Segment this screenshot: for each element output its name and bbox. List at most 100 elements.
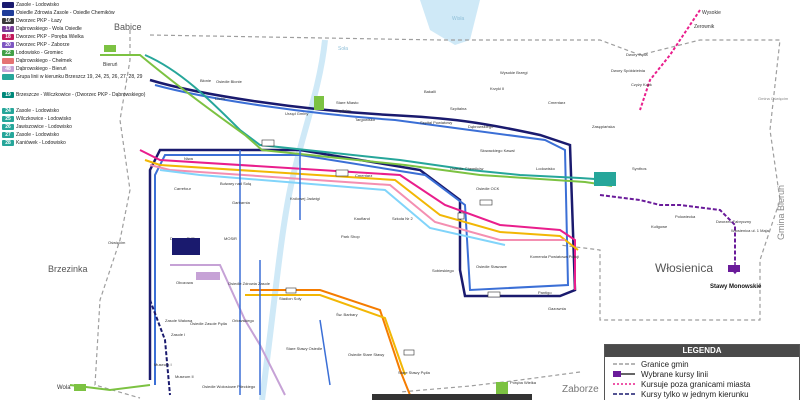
- stop-label: Poręba Wielka: [510, 380, 537, 385]
- stop-label: Cmentarz: [355, 173, 372, 178]
- stop-label: Museum II: [175, 374, 194, 379]
- place-babice: Babice: [114, 22, 142, 32]
- sola-river: [259, 39, 328, 400]
- stop-label: Garbarnia: [232, 200, 251, 205]
- place-zaborze: Zaborze: [562, 384, 599, 395]
- stop-label: Stare Stawy Pętla: [398, 370, 431, 375]
- legend-item: Kursy tylko w jednym kierunku: [613, 389, 749, 399]
- legend-line-label: Dąbrowskiego - Bieruń: [16, 65, 67, 72]
- stop-label: MOSiR: [224, 236, 237, 241]
- legend-line-label: Grupa linii w kierunku Brzeszcz 19, 24, …: [16, 73, 143, 80]
- line-badges: [74, 45, 740, 396]
- legend-line-label: Dworzec PKP - Łazy: [16, 17, 62, 24]
- route-teal: [144, 54, 611, 181]
- line-badge: [2, 1, 14, 8]
- legend-item: Granice gmin: [613, 359, 689, 369]
- outside-route-swatch-icon: [613, 383, 635, 385]
- place-gmina-oswiecim: Gmina Oświęcim: [758, 96, 789, 101]
- line-badge: 20: [2, 41, 14, 48]
- route-magenta: [139, 149, 576, 290]
- stop-label: Błonie: [200, 78, 212, 83]
- stop-label: Orłowskiego: [232, 318, 255, 323]
- route-blue: [154, 84, 570, 385]
- line-legend-panel: Zasole - Lodowisko Osiedle Zdrowia Zasol…: [0, 0, 145, 150]
- arrow-down-icon: [730, 262, 740, 275]
- stop-label: Zasole Wałowa: [165, 318, 193, 323]
- boundary-swatch-icon: [613, 363, 635, 365]
- legend-line-item: Dąbrowskiego - Chełmek: [2, 57, 72, 64]
- stop-label: Dąbrowskiego: [468, 124, 494, 129]
- route-navy: [148, 78, 577, 380]
- stop-label: Osiedle Stawowe: [476, 264, 508, 269]
- stop-label: Włosienica ul. 1 Maja: [731, 228, 770, 233]
- wisla-river: [420, 0, 480, 45]
- line-badge: 24: [2, 107, 14, 114]
- stop-label: Sobieskiego: [432, 268, 455, 273]
- line-badge: 17: [2, 25, 14, 32]
- stop-markers: [261, 139, 501, 356]
- stop-label: Gazownia: [548, 306, 567, 311]
- stop-label: Bulwary nad Sołą: [220, 181, 252, 186]
- route-purple-dash: [599, 194, 736, 262]
- legend-item-label: Wybrane kursy linii: [641, 369, 709, 379]
- stop-label: Polowiecka: [675, 214, 696, 219]
- stop-label: Św. Barbary: [336, 312, 358, 317]
- stop-label: Osiedle Zasole Pętla: [190, 321, 228, 326]
- stop-label: Park Shop: [341, 234, 360, 239]
- legend-line-item: Zasole - Lodowisko: [2, 1, 59, 8]
- place-zerownik: Zerownik: [694, 24, 715, 30]
- stop-label: Osiedle Stare Stawy: [348, 352, 384, 357]
- line-badge: 25: [2, 115, 14, 122]
- place-brzezinka: Brzezinka: [48, 264, 88, 274]
- stop-label: Cmentarz: [548, 100, 565, 105]
- stop-label: Szpital Powiatowy: [420, 120, 452, 125]
- line-badge: 48: [2, 65, 14, 72]
- stop-label: Osiedle Zdrowia Zasole: [228, 281, 271, 286]
- footer-strip: [372, 394, 532, 400]
- stop-label: Osiedle Błonie: [216, 79, 243, 84]
- legend-item-label: Granice gmin: [641, 359, 689, 369]
- stop-label: Carrefour: [174, 186, 192, 191]
- stop-label: Osiedle OCK: [476, 186, 500, 191]
- route-lilac: [170, 264, 286, 396]
- stop-label: Dwory Spółdzielnia: [611, 68, 646, 73]
- stop-label: Lodowisko: [536, 166, 556, 171]
- stop-label: Królowej Jadwigi: [290, 196, 320, 201]
- legend-line-label: Dworzec PKP - Zaborze: [16, 41, 70, 48]
- route-lightblue: [159, 169, 506, 246]
- stop-label: Dworzec Fabryczny: [716, 219, 751, 224]
- place-wisla: Wisła: [452, 16, 464, 22]
- one-way-swatch-icon: [613, 393, 635, 395]
- stop-label: Pantigo: [538, 290, 552, 295]
- stop-label: Wysokie Brzegi: [500, 70, 528, 75]
- stop-label: Szkoła Nr 2: [392, 216, 413, 221]
- route-orange: [250, 289, 411, 396]
- place-sola: Soła: [338, 46, 348, 52]
- line-badge: [2, 57, 14, 64]
- stop-label: Bakalli: [424, 89, 436, 94]
- place-stawy: Stawy Monowskie: [710, 284, 762, 290]
- route-pink: [149, 164, 565, 241]
- map-legend-box: LEGENDA Granice gmin Wybrane kursy linii…: [604, 344, 800, 400]
- line-badge: 27: [2, 131, 14, 138]
- legend-line-label: Zasole - Lodowisko: [16, 1, 60, 8]
- route-green: [100, 54, 613, 187]
- place-wysoki: Wysokie: [702, 10, 721, 16]
- stop-label: Lisów: [215, 96, 225, 101]
- route-yellow-south: [245, 294, 406, 376]
- legend-title: LEGENDA: [605, 345, 799, 357]
- legend-line-label: Dąbrowskiego - Chełmek: [16, 57, 72, 64]
- stop-label: Osiedle Chemików: [450, 166, 483, 171]
- line-badge: 22: [2, 49, 14, 56]
- line-badge: 28: [2, 139, 14, 146]
- gmina-boundary: [149, 34, 781, 321]
